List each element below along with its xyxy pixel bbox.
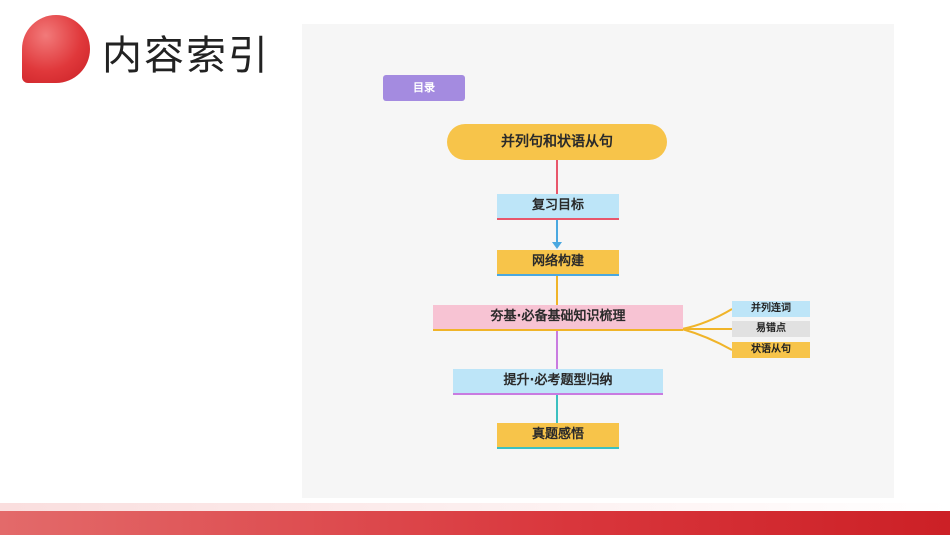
branch-conjunctions: 并列连词 — [732, 301, 810, 317]
section-logo-shape — [22, 15, 90, 83]
node-exam: 真题感悟 — [497, 423, 619, 449]
page-title: 内容索引 — [102, 33, 270, 79]
node-network: 网络构建 — [497, 250, 619, 276]
root-node: 并列句和状语从句 — [447, 124, 667, 160]
toc-tag: 目录 — [383, 75, 465, 101]
node-basics: 夯基·必备基础知识梳理 — [433, 305, 683, 331]
node-advance: 提升·必考题型归纳 — [453, 369, 663, 395]
connector-lines — [552, 160, 733, 423]
connector-arrow — [552, 242, 562, 249]
branch-adverbial-clauses: 状语从句 — [732, 342, 810, 358]
node-review-goals: 复习目标 — [497, 194, 619, 220]
branch-pitfalls: 易错点 — [732, 321, 810, 337]
branch-line-top — [681, 308, 733, 330]
table-of-contents-diagram: 目录 并列句和状语从句 复习目标 网络构建 夯基·必备基础知识梳理 提升·必考题… — [302, 24, 894, 498]
branch-line-bottom — [681, 328, 733, 351]
footer-bar — [0, 511, 950, 535]
footer-highlight — [0, 503, 950, 511]
